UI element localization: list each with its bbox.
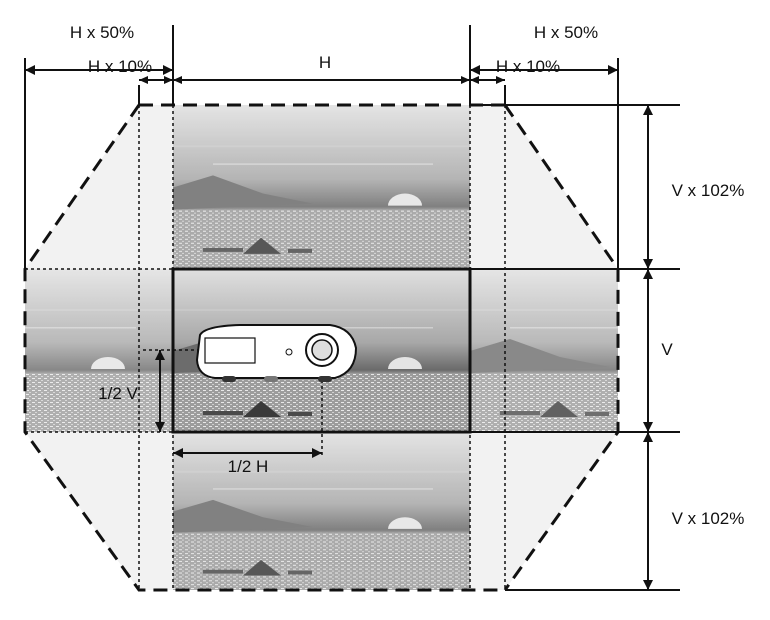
corner-fill — [470, 432, 618, 590]
standard-screen-frame — [171, 267, 472, 434]
label-half-h: 1/2 H — [228, 457, 269, 476]
label-h: H — [319, 53, 331, 72]
corner-fill — [25, 105, 173, 269]
projected-image-left — [25, 269, 173, 432]
label-v-102-top: V x 102% — [672, 181, 745, 200]
projected-image-top — [173, 105, 470, 269]
label-h-50-right: H x 50% — [534, 23, 598, 42]
dimension-lines — [24, 25, 680, 591]
projector-icon — [195, 324, 358, 382]
projected-image-right — [470, 269, 618, 432]
label-h-50-left: H x 50% — [70, 23, 134, 42]
label-half-v: 1/2 V — [98, 384, 138, 403]
label-v-102-bottom: V x 102% — [672, 509, 745, 528]
corner-fill — [25, 432, 173, 590]
corner-fill — [470, 105, 618, 269]
arrowheads — [25, 65, 653, 590]
label-h-10-left: H x 10% — [88, 57, 152, 76]
label-h-10-right: H x 10% — [496, 57, 560, 76]
label-v: V — [661, 340, 673, 359]
projected-image-bottom — [173, 432, 470, 590]
